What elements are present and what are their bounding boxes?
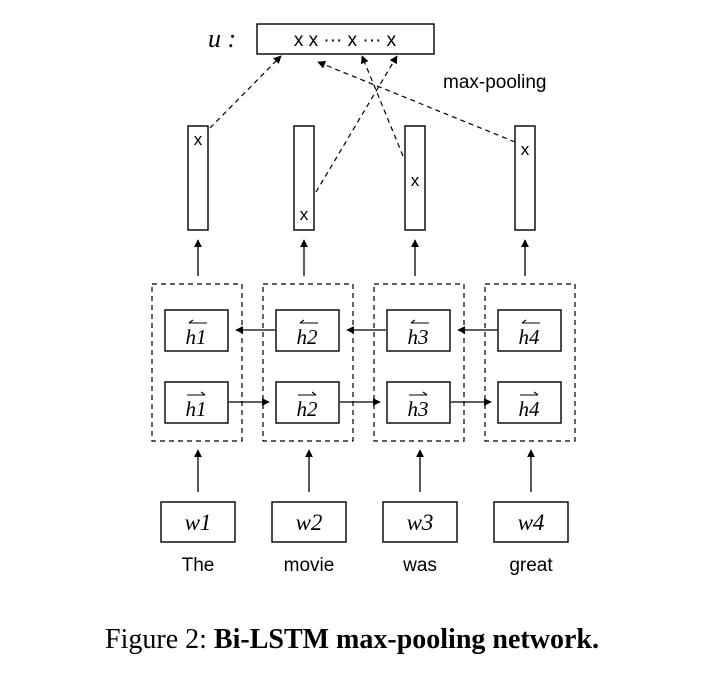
lstm-group-1 [151, 283, 243, 442]
word-vector-label-3: w3 [407, 510, 434, 535]
backward-state-label-3: h3 [408, 325, 429, 349]
lstm-group-4 [484, 283, 576, 442]
max-marker-4: x [521, 140, 530, 159]
figure-caption: Figure 2: Bi-LSTM max-pooling network. [105, 624, 599, 655]
forward-arrow-accents [187, 391, 539, 396]
hidden-column-4 [514, 125, 536, 231]
forward-state-label-2: h2 [297, 397, 319, 421]
word-vector-box-1 [160, 501, 236, 543]
pool-line-2 [315, 55, 398, 193]
backward-state-label-4: h4 [519, 325, 541, 349]
word-3: was [402, 555, 437, 576]
output-vector-values: x x ··· x ··· x [294, 30, 397, 51]
backward-state-label-2: h2 [297, 325, 319, 349]
backward-state-box-3 [386, 309, 451, 352]
backward-state-box-2 [275, 309, 340, 352]
word-2: movie [284, 555, 335, 576]
hidden-column-1 [187, 125, 209, 231]
pool-line-1 [209, 55, 282, 129]
word-1: The [182, 555, 215, 576]
hidden-column-2 [293, 125, 315, 231]
state-to-column-arrows [194, 239, 529, 276]
backward-state-box-1 [164, 309, 229, 352]
lstm-group-3 [373, 283, 465, 442]
forward-state-box-1 [164, 381, 229, 424]
max-marker-3: x [411, 171, 420, 190]
backward-state-box-4 [497, 309, 562, 352]
hidden-column-3 [404, 125, 426, 231]
word-vector-boxes [160, 501, 569, 543]
max-pooling-connections [209, 55, 516, 193]
forward-state-box-3 [386, 381, 451, 424]
word-vector-box-2 [271, 501, 347, 543]
forward-state-box-4 [497, 381, 562, 424]
backward-state-boxes [164, 309, 562, 352]
caption-prefix: Figure 2: [105, 624, 207, 655]
output-label: u : [208, 24, 236, 53]
word-4: great [509, 555, 553, 576]
word-vector-label-1: w1 [185, 510, 212, 535]
forward-state-label-3: h3 [408, 397, 429, 421]
hidden-columns [187, 125, 536, 231]
max-marker-1: x [194, 130, 203, 149]
max-marker-2: x [300, 205, 309, 224]
forward-state-box-2 [275, 381, 340, 424]
output-vector-box [256, 23, 435, 55]
lstm-group-2 [262, 283, 354, 442]
word-vector-label-4: w4 [518, 510, 545, 535]
forward-state-label-1: h1 [186, 397, 207, 421]
word-vector-box-3 [382, 501, 458, 543]
forward-state-label-4: h4 [519, 397, 541, 421]
caption-title: Bi-LSTM max-pooling network. [214, 624, 599, 655]
backward-state-label-1: h1 [186, 325, 207, 349]
word-vector-label-2: w2 [296, 510, 323, 535]
lstm-groups [151, 283, 576, 442]
word-vector-box-4 [493, 501, 569, 543]
pool-line-3 [361, 55, 404, 157]
max-pooling-label: max-pooling [443, 72, 547, 93]
backward-arrow-accents [188, 319, 540, 324]
word-to-lstm-arrows [194, 449, 535, 492]
forward-state-boxes [164, 381, 562, 424]
